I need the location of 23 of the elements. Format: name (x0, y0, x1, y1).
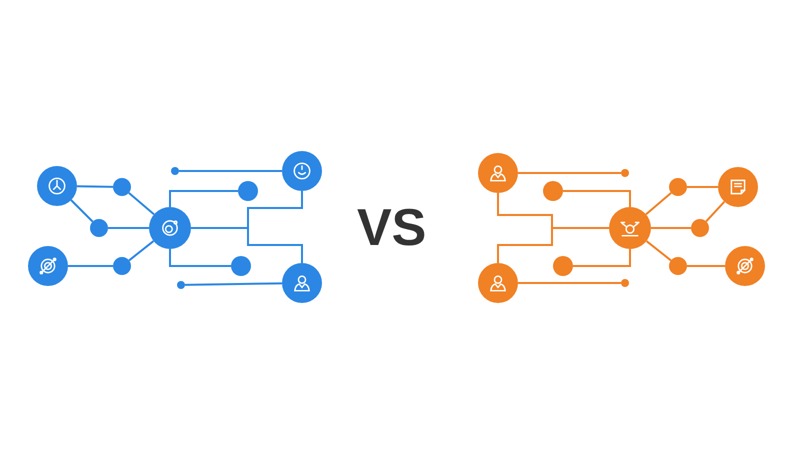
connector-line (184, 282, 282, 286)
connector-line (179, 170, 282, 172)
connector-line (573, 249, 631, 267)
connector-line (646, 240, 672, 262)
connector-line (518, 172, 621, 174)
connector-line (518, 282, 621, 284)
connector-line (687, 186, 718, 188)
connector-line (68, 265, 113, 267)
connector-line (169, 249, 231, 267)
connector-line (169, 190, 238, 207)
connector-line (645, 192, 672, 216)
connector-line (687, 265, 725, 267)
connector-line (76, 185, 114, 188)
connector-line (128, 192, 155, 216)
connector-line (651, 227, 691, 229)
connector-line (497, 227, 609, 263)
connector-line (108, 227, 149, 229)
connector-line (70, 199, 94, 222)
connector-line (128, 240, 154, 262)
connector-line (563, 190, 631, 207)
versus-text: VS (357, 198, 426, 258)
connector-line (191, 227, 303, 263)
connector-line (705, 201, 726, 222)
